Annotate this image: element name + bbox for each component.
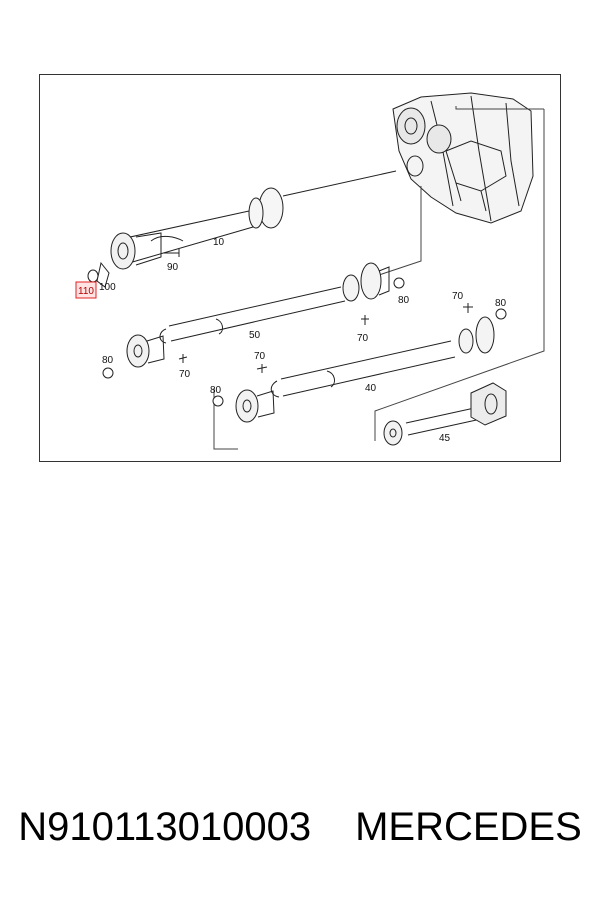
callout-70-a: 70 xyxy=(357,333,369,344)
callout-80-c: 80 xyxy=(495,298,507,309)
callout-90: 90 xyxy=(167,262,179,273)
callout-45: 45 xyxy=(439,433,451,444)
callout-80-a: 80 xyxy=(398,295,410,306)
callout-10: 10 xyxy=(213,237,225,248)
callout-70-d: 70 xyxy=(254,351,266,362)
diagram-frame: 10 90 100 110 80 50 70 80 70 70 80 70 80… xyxy=(39,74,561,462)
part-caption: N910113010003 MERCEDES xyxy=(0,805,600,850)
callout-80-d: 80 xyxy=(210,385,222,396)
propeller-shaft-45 xyxy=(383,382,507,446)
callout-70-c: 70 xyxy=(452,291,464,302)
callout-110: 110 xyxy=(78,286,94,297)
callout-100: 100 xyxy=(99,282,116,293)
propeller-shaft-40 xyxy=(212,303,507,423)
propeller-shaft-10 xyxy=(110,170,397,270)
callout-70-b: 70 xyxy=(179,369,191,380)
callout-40: 40 xyxy=(365,383,377,394)
propeller-shaft-50 xyxy=(102,262,405,379)
part-number: N910113010003 xyxy=(18,805,312,849)
transfer-case xyxy=(392,92,534,224)
callout-110-highlight xyxy=(75,281,97,299)
drivetrain-exploded-diagram: 10 90 100 110 80 50 70 80 70 70 80 70 80… xyxy=(75,92,545,450)
brand-name: MERCEDES xyxy=(355,805,582,849)
callout-50: 50 xyxy=(249,330,261,341)
callout-80-b: 80 xyxy=(102,355,114,366)
